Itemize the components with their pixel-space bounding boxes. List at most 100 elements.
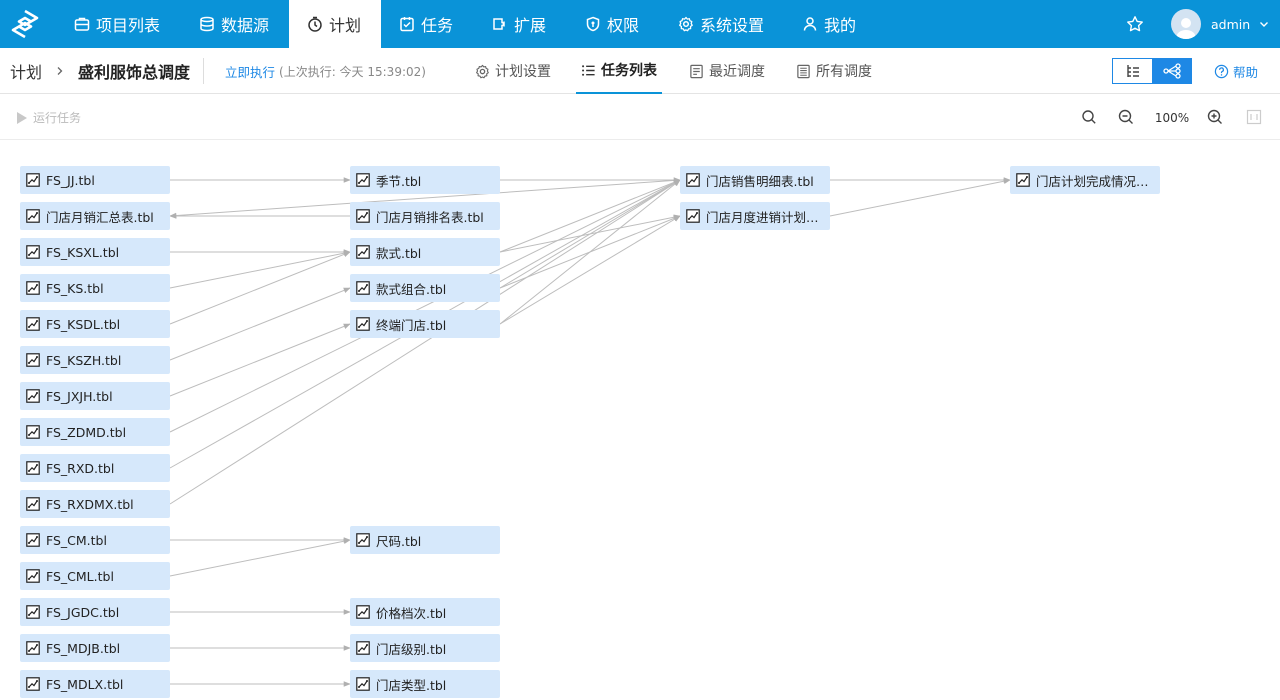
dependency-edge: [829, 178, 1011, 217]
nav-plan[interactable]: 计划: [289, 0, 381, 48]
dependency-edge: [169, 179, 681, 505]
task-node[interactable]: 价格档次.tbl: [350, 598, 500, 626]
dependency-edge: [169, 323, 351, 397]
avatar: [1171, 9, 1201, 39]
nav-permission[interactable]: 权限: [585, 0, 639, 48]
divider: [203, 58, 204, 84]
task-node[interactable]: 尺码.tbl: [350, 526, 500, 554]
nav-tasks[interactable]: 任务: [399, 0, 453, 48]
task-node[interactable]: FS_RXDMX.tbl: [20, 490, 170, 518]
task-node[interactable]: 终端门店.tbl: [350, 310, 500, 338]
run-info: 立即执行 (上次执行: 今天 15:39:02): [225, 48, 426, 94]
task-node[interactable]: FS_MDJB.tbl: [20, 634, 170, 662]
task-node[interactable]: 门店类型.tbl: [350, 670, 500, 698]
task-icon: [400, 17, 414, 32]
table-task-icon: [686, 173, 700, 187]
nav-projects[interactable]: 项目列表: [74, 0, 160, 48]
nav-label: 计划: [329, 16, 362, 35]
breadcrumb-root[interactable]: 计划: [10, 63, 43, 82]
nav-mine[interactable]: 我的: [802, 0, 856, 48]
help-link[interactable]: 帮助: [1214, 48, 1258, 94]
table-task-icon: [26, 389, 40, 403]
task-node[interactable]: 门店月销汇总表.tbl: [20, 202, 170, 230]
table-task-icon: [356, 533, 370, 547]
task-node[interactable]: FS_CM.tbl: [20, 526, 170, 554]
table-task-icon: [356, 677, 370, 691]
task-node[interactable]: 款式.tbl: [350, 238, 500, 266]
task-node[interactable]: FS_KSZH.tbl: [20, 346, 170, 374]
task-node[interactable]: FS_KSXL.tbl: [20, 238, 170, 266]
nav-label: 项目列表: [96, 16, 161, 35]
database-icon: [200, 16, 214, 32]
user-menu[interactable]: admin: [1171, 0, 1270, 48]
nav-label: 我的: [824, 16, 857, 35]
task-node-label: 门店月销汇总表.tbl: [46, 209, 154, 225]
breadcrumb: 计划 盛利服饰总调度: [10, 48, 190, 94]
nav-settings[interactable]: 系统设置: [678, 0, 764, 48]
zoom-in-icon: [1207, 109, 1222, 124]
task-node[interactable]: 门店计划完成情况表.tbl: [1010, 166, 1160, 194]
task-node-label: FS_MDJB.tbl: [46, 640, 121, 656]
tree-view-button[interactable]: [1113, 59, 1152, 83]
task-node-label: FS_CM.tbl: [46, 532, 107, 548]
page-title: 盛利服饰总调度: [78, 63, 191, 82]
fit-actual-size-button[interactable]: [1244, 107, 1264, 127]
task-node-label: FS_JGDC.tbl: [46, 604, 120, 620]
task-node[interactable]: FS_CML.tbl: [20, 562, 170, 590]
search-button[interactable]: [1079, 107, 1099, 127]
all-schedule-icon: [797, 64, 810, 78]
task-node[interactable]: FS_JGDC.tbl: [20, 598, 170, 626]
task-node[interactable]: 门店销售明细表.tbl: [680, 166, 830, 194]
star-icon: [1127, 16, 1143, 32]
table-task-icon: [356, 641, 370, 655]
view-toggle: [1112, 58, 1192, 84]
table-task-icon: [26, 353, 40, 367]
zoom-out-button[interactable]: [1116, 107, 1136, 127]
run-task-button[interactable]: 运行任务: [16, 95, 81, 140]
help-label: 帮助: [1233, 64, 1259, 80]
dependency-edge: [499, 179, 681, 325]
task-node[interactable]: 季节.tbl: [350, 166, 500, 194]
user-icon: [803, 17, 817, 31]
tab-plan-settings[interactable]: 计划设置: [475, 48, 551, 94]
task-node[interactable]: FS_JXJH.tbl: [20, 382, 170, 410]
table-task-icon: [356, 209, 370, 223]
task-node-label: 款式.tbl: [376, 245, 422, 261]
run-now-link[interactable]: 立即执行: [225, 64, 276, 80]
task-node-label: FS_RXD.tbl: [46, 460, 115, 476]
task-node-label: 价格档次.tbl: [376, 605, 447, 621]
favorite-button[interactable]: [1126, 0, 1144, 48]
task-node[interactable]: 门店月度进销计划表.tbl: [680, 202, 830, 230]
task-node-label: 款式组合.tbl: [376, 281, 447, 297]
tab-label: 计划设置: [495, 64, 551, 80]
task-node[interactable]: 门店月销排名表.tbl: [350, 202, 500, 230]
task-node[interactable]: FS_RXD.tbl: [20, 454, 170, 482]
tab-all[interactable]: 所有调度: [796, 48, 872, 94]
avatar-user-icon: [1176, 18, 1196, 39]
tab-label: 所有调度: [816, 64, 872, 80]
table-task-icon: [26, 425, 40, 439]
task-node[interactable]: FS_JJ.tbl: [20, 166, 170, 194]
task-node[interactable]: 款式组合.tbl: [350, 274, 500, 302]
task-node-label: FS_JJ.tbl: [46, 172, 95, 188]
nav-label: 数据源: [221, 16, 270, 35]
task-node-label: 季节.tbl: [376, 173, 422, 189]
task-node[interactable]: FS_KSDL.tbl: [20, 310, 170, 338]
tab-recent[interactable]: 最近调度: [689, 48, 765, 94]
task-node[interactable]: 门店级别.tbl: [350, 634, 500, 662]
task-node[interactable]: FS_ZDMD.tbl: [20, 418, 170, 446]
dependency-edge: [499, 215, 681, 325]
task-node-label: 尺码.tbl: [376, 533, 422, 549]
zoom-in-button[interactable]: [1205, 107, 1225, 127]
tab-task-list[interactable]: 任务列表: [576, 48, 662, 94]
nav-label: 系统设置: [700, 16, 765, 35]
clock-icon: [308, 16, 322, 32]
task-node[interactable]: FS_KS.tbl: [20, 274, 170, 302]
graph-view-button[interactable]: [1152, 59, 1191, 83]
gear-icon: [679, 16, 693, 32]
task-node-label: 门店月度进销计划表.tbl: [706, 209, 830, 225]
nav-extension[interactable]: 扩展: [492, 0, 546, 48]
nav-datasource[interactable]: 数据源: [199, 0, 269, 48]
task-node[interactable]: FS_MDLX.tbl: [20, 670, 170, 698]
